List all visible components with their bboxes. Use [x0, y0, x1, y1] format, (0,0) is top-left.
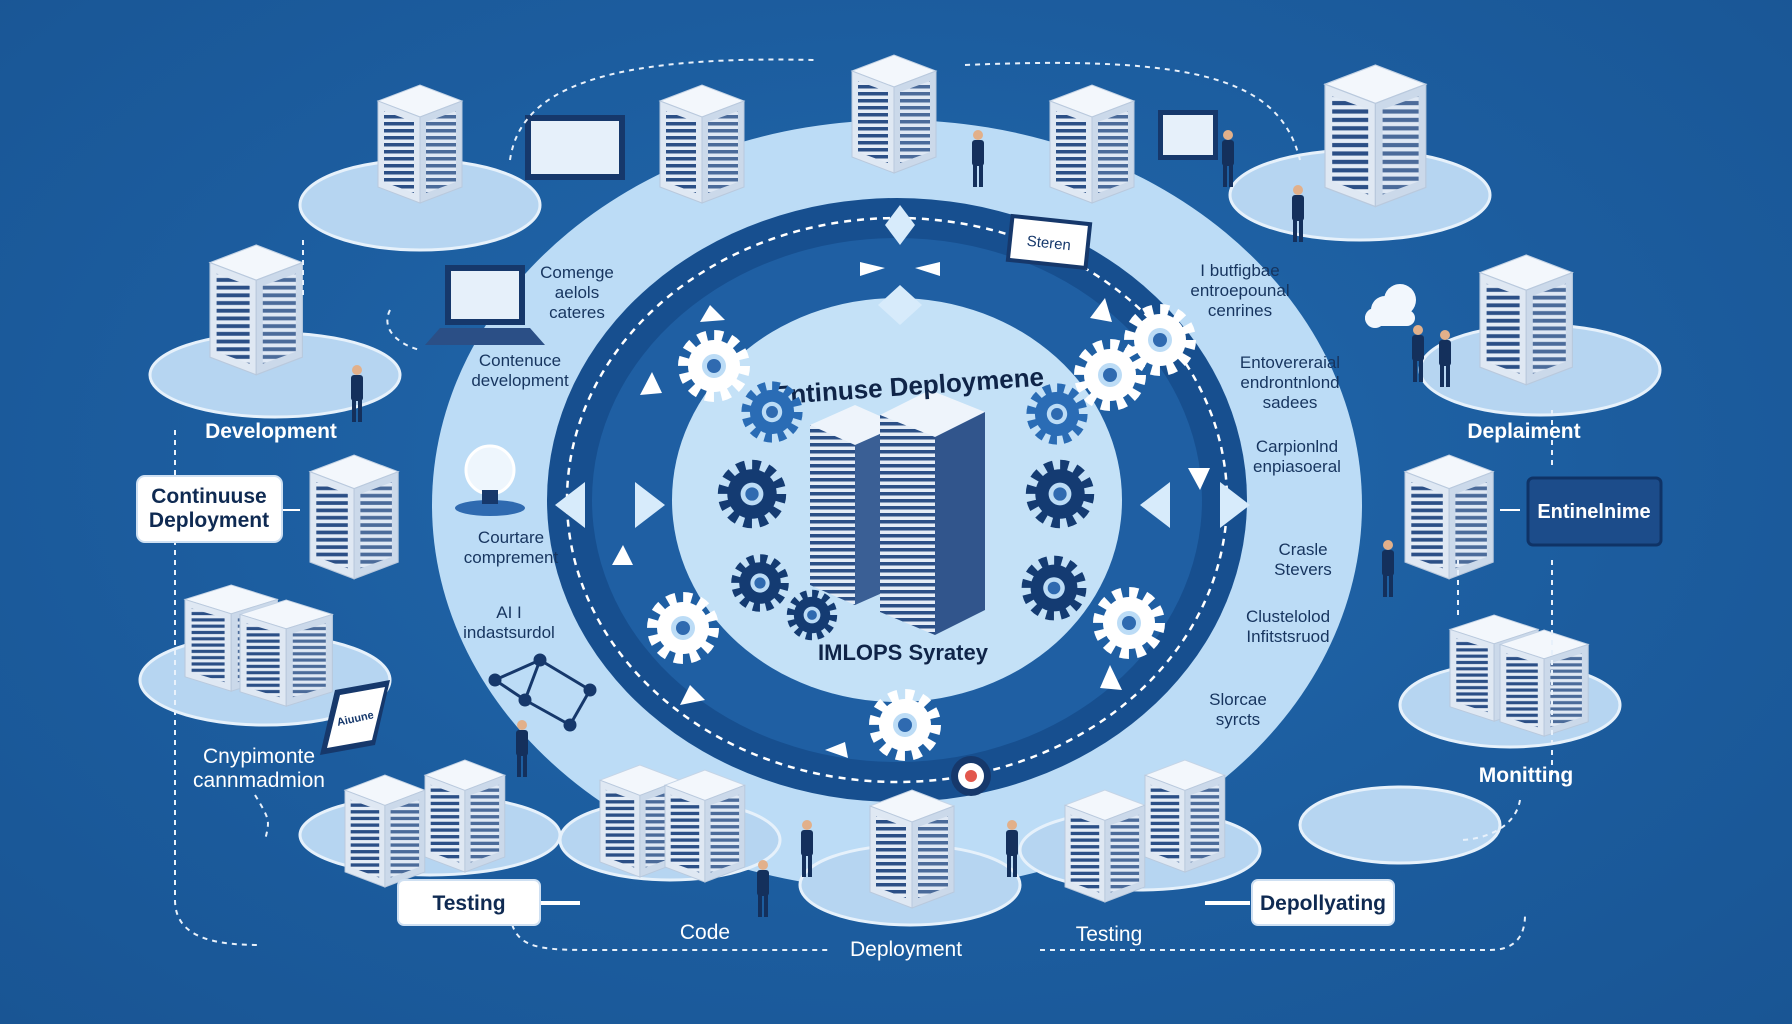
server-icon — [1404, 454, 1494, 580]
gear-icon — [1032, 466, 1089, 523]
testing-box: Testing — [397, 879, 541, 926]
gear-icon — [736, 559, 784, 607]
svg-text:Steren: Steren — [1026, 233, 1072, 255]
stage-label-code: Code — [680, 921, 730, 944]
server-icon — [309, 454, 399, 580]
monitor-icon — [425, 110, 1218, 345]
lightbulb-icon — [455, 444, 525, 516]
gear-icon — [875, 695, 935, 755]
gear-icon — [653, 598, 713, 658]
deploying-box: Depollyating — [1251, 879, 1395, 926]
server-icon — [1479, 254, 1573, 386]
dashed-connectors — [174, 58, 1553, 951]
target-icon — [951, 756, 991, 796]
gear-icon — [1099, 593, 1159, 653]
svg-text:Depollyating: Depollyating — [1260, 892, 1386, 915]
chevron-arrows-icon — [1268, 497, 1358, 517]
server-icon — [239, 599, 333, 707]
stage-label-deplaiment: Deplaiment — [1467, 420, 1580, 443]
server-icon — [664, 769, 746, 883]
cycle-arrowheads — [612, 262, 1210, 758]
central-server-tower — [810, 390, 985, 635]
server-icon — [377, 84, 463, 204]
person-icon — [1382, 540, 1394, 597]
server-icon — [344, 774, 426, 888]
steren-sign: Steren — [1005, 213, 1093, 271]
center-subtitle: IMLOPS Syratey — [818, 640, 989, 665]
person-icon — [1222, 130, 1234, 187]
server-icon — [209, 244, 303, 376]
stage-label-testing: Testing — [1076, 923, 1143, 946]
svg-text:Testing: Testing — [432, 892, 505, 915]
stage-label-development: Development — [205, 420, 337, 443]
gear-icon — [684, 336, 744, 396]
entinelnime-box: Entinelnime — [1526, 476, 1663, 547]
cloud-icon — [1365, 284, 1416, 328]
server-icon — [1064, 789, 1146, 903]
laptop-icon: Aiuune — [320, 680, 390, 755]
server-icon — [851, 54, 937, 174]
diamond-markers — [555, 205, 1250, 528]
stage-label-deployment: Deployment — [850, 938, 962, 961]
gear-icon — [1032, 389, 1083, 440]
gear-icon — [724, 466, 781, 523]
server-icon — [1324, 64, 1427, 208]
stage-label-monitting: Monitting — [1479, 764, 1573, 787]
server-icon — [869, 789, 955, 909]
server-icon — [659, 84, 745, 204]
server-icon — [1144, 759, 1226, 873]
server-icon — [424, 759, 506, 873]
gear-icon — [791, 594, 833, 636]
gear-icon — [1027, 561, 1081, 615]
server-icon — [1049, 84, 1135, 204]
person-icon — [1412, 325, 1424, 382]
svg-text:Entinelnime: Entinelnime — [1537, 501, 1650, 523]
server-icon — [1499, 629, 1589, 737]
network-graph-icon — [488, 653, 597, 732]
gear-icon — [1080, 345, 1140, 405]
gear-icon — [747, 387, 798, 438]
